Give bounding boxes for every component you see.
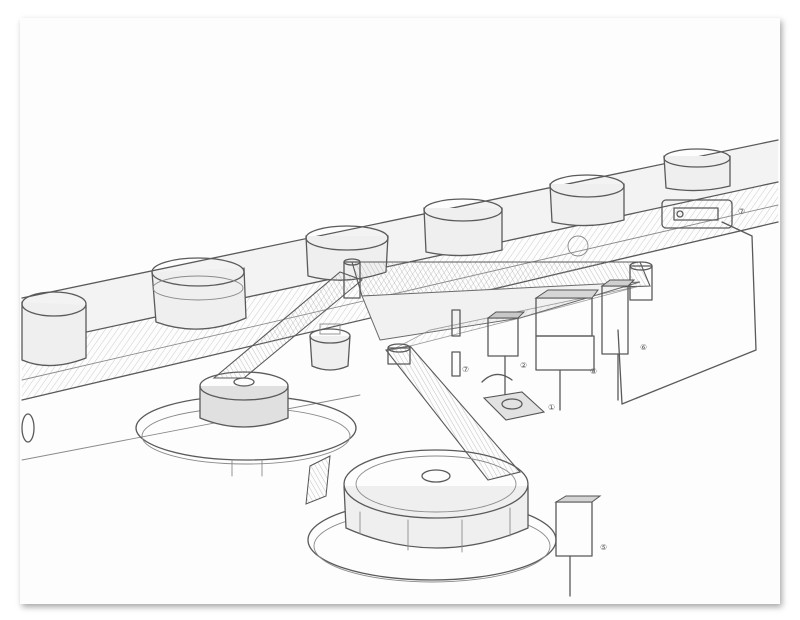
callout-5: ⑤ [600,543,607,552]
cable-panel [617,221,757,405]
callout-7a: ⑦ [738,207,745,216]
jar-6 [663,148,731,192]
callout-6: ⑥ [640,343,647,352]
right-label-roll [343,449,529,553]
jar-5 [549,174,625,227]
callout-2: ② [520,361,527,370]
jar-1 [21,291,87,367]
left-label-roll [199,371,289,428]
marker-pin [451,309,461,377]
brake-pad [305,455,331,505]
controller-box [534,289,599,411]
callout-8: ⑧ [590,367,597,376]
small-jar [309,323,351,371]
guide-roller-1 [343,258,361,299]
callout-7c: ⑦ [462,365,469,374]
print-unit [661,199,733,229]
sensor-5 [554,495,602,597]
guide-roller-3 [387,343,411,365]
sensor-6 [600,279,636,401]
callout-1: ① [548,403,555,412]
jar-4 [423,198,503,257]
jar-2 [151,257,247,330]
small-device [481,373,546,421]
